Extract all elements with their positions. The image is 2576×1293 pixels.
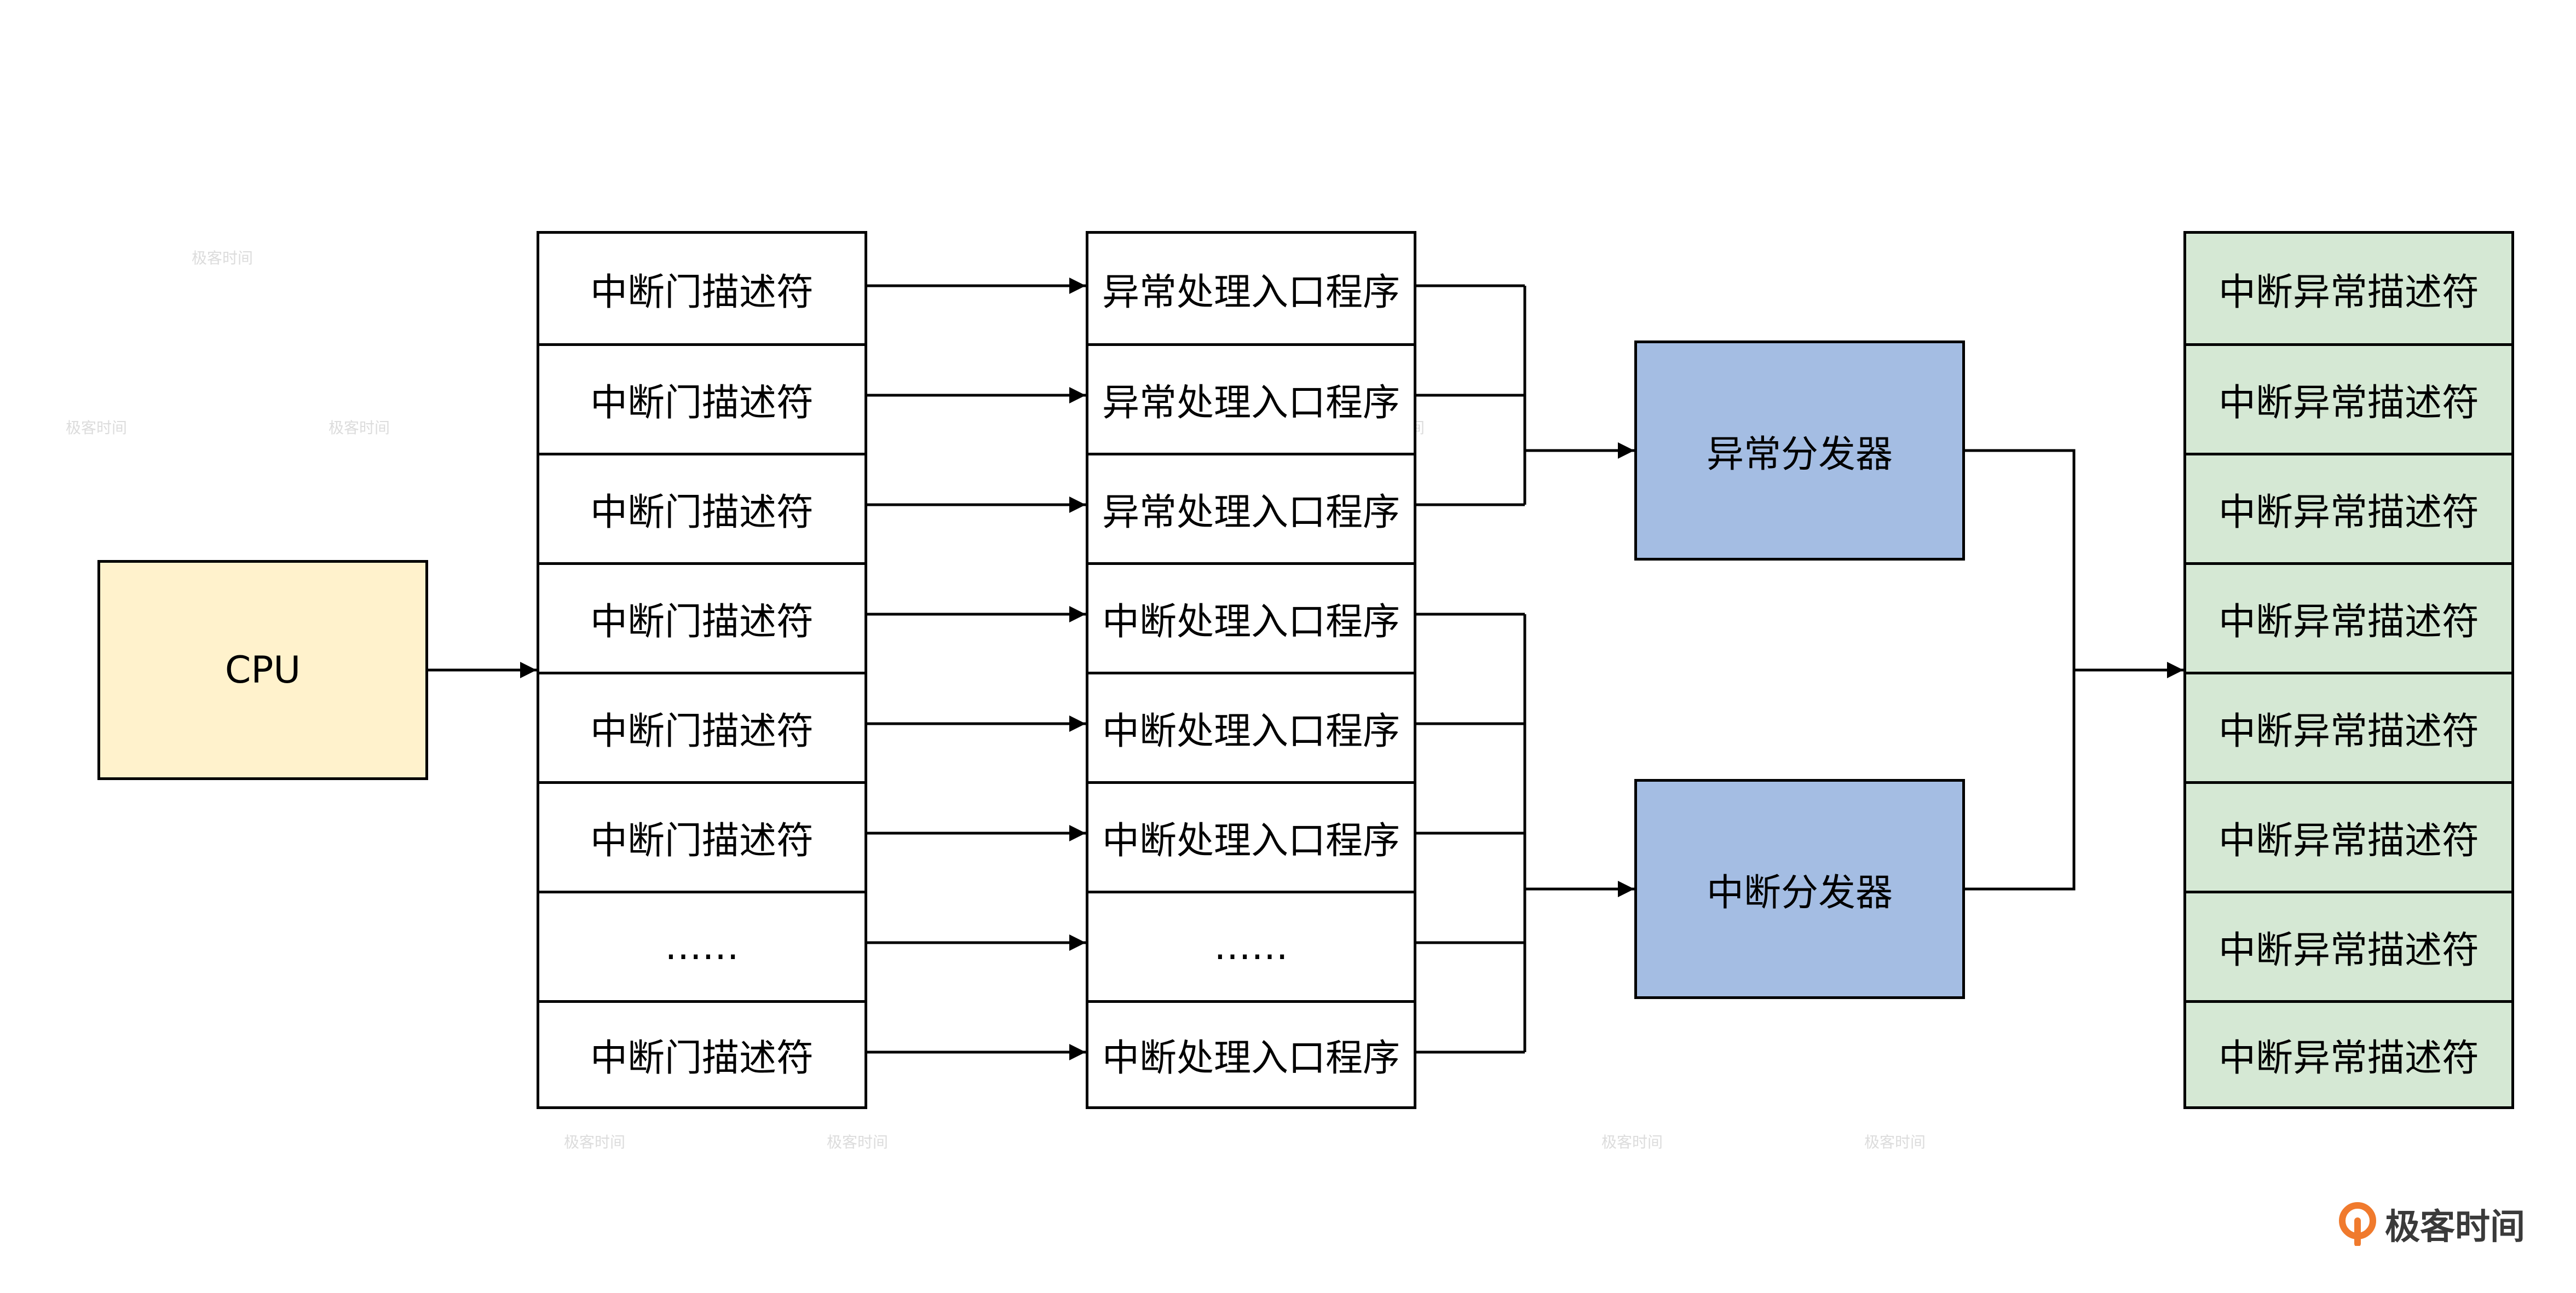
exception-entry-cell: 异常处理入口程序 (1102, 270, 1400, 314)
descriptor-cell: 中断异常描述符 (2186, 672, 2511, 781)
exception-entry-cell: 异常处理入口程序 (1088, 453, 1414, 562)
cpu-label: CPU (224, 648, 301, 692)
brand-name: 极客时间 (2385, 1207, 2525, 1248)
gate-descriptor-cell: 中断门描述符 (539, 781, 865, 891)
exception-dispatcher-label: 异常分发器 (1706, 432, 1893, 476)
descriptor-cell: 中断异常描述符 (2186, 1000, 2511, 1106)
descriptor-cell: 中断异常描述符 (2218, 270, 2479, 314)
interrupt-entry-cell: 中断处理入口程序 (1088, 781, 1414, 891)
descriptor-cell: 中断异常描述符 (2186, 343, 2511, 453)
watermark: 极客时间 (66, 419, 128, 437)
interrupt-entry-cell: 中断处理入口程序 (1088, 562, 1414, 672)
watermark: 极客时间 (827, 1133, 889, 1151)
watermark: 极客时间 (1864, 1133, 1926, 1151)
cpu-box: CPU (97, 560, 428, 780)
exception-entry-cell: 异常处理入口程序 (1088, 343, 1414, 453)
entry-ellipsis: …… (1088, 891, 1414, 1000)
gate-descriptor-cell: 中断门描述符 (539, 672, 865, 781)
interrupt-dispatcher-box: 中断分发器 (1634, 779, 1965, 999)
exception-dispatcher-box: 异常分发器 (1634, 340, 1965, 561)
interrupt-dispatcher-label: 中断分发器 (1706, 871, 1893, 915)
gate-descriptor-cell: 中断门描述符 (539, 453, 865, 562)
gate-descriptor-cell: 中断门描述符 (539, 1000, 865, 1106)
gate-descriptor-cell: 中断门描述符 (590, 270, 814, 314)
watermark: 极客时间 (192, 249, 253, 267)
watermark: 极客时间 (1601, 1133, 1663, 1151)
interrupt-entry-cell: 中断处理入口程序 (1088, 672, 1414, 781)
watermark: 极客时间 (564, 1133, 626, 1151)
interrupt-gate-descriptor-table: 中断门描述符 中断门描述符 中断门描述符 中断门描述符 中断门描述符 中断门描述… (537, 231, 867, 1109)
descriptor-cell: 中断异常描述符 (2186, 562, 2511, 672)
gate-descriptor-cell: 中断门描述符 (539, 343, 865, 453)
dispatcher-merge-wire (1965, 449, 2076, 891)
descriptor-cell: 中断异常描述符 (2186, 453, 2511, 562)
interrupt-exception-descriptor-table: 中断异常描述符 中断异常描述符 中断异常描述符 中断异常描述符 中断异常描述符 … (2183, 231, 2514, 1109)
interrupt-entry-cell: 中断处理入口程序 (1088, 1000, 1414, 1106)
descriptor-cell: 中断异常描述符 (2186, 891, 2511, 1000)
gate-descriptor-ellipsis: …… (539, 891, 865, 1000)
brand-mark-icon (2339, 1202, 2376, 1246)
brand-logo: 极客时间 (2338, 1199, 2525, 1249)
gate-descriptor-cell: 中断门描述符 (539, 562, 865, 672)
descriptor-cell: 中断异常描述符 (2186, 781, 2511, 891)
handler-entry-table: 异常处理入口程序 异常处理入口程序 异常处理入口程序 中断处理入口程序 中断处理… (1086, 231, 1416, 1109)
watermark: 极客时间 (329, 419, 390, 437)
